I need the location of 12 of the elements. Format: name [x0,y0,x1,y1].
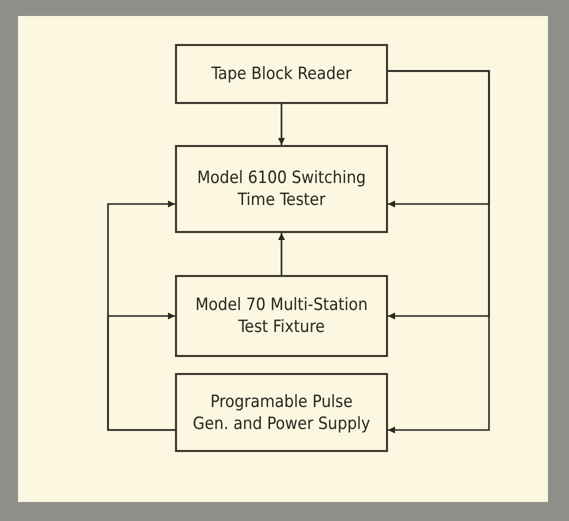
box-label: Programable Pulse Gen. and Power Supply [192,390,372,434]
arrow [388,70,490,434]
arrow [278,104,285,145]
box-label: Tape Block Reader [210,63,353,85]
box-label: Model 6100 Switching Time Tester [196,167,367,211]
process-box [175,145,388,233]
process-box [175,373,388,452]
arrow [107,312,175,431]
box-label: Model 70 Multi-Station Test Fixture [194,294,369,338]
arrow [278,233,285,275]
process-box [175,275,388,357]
process-box [175,44,388,104]
